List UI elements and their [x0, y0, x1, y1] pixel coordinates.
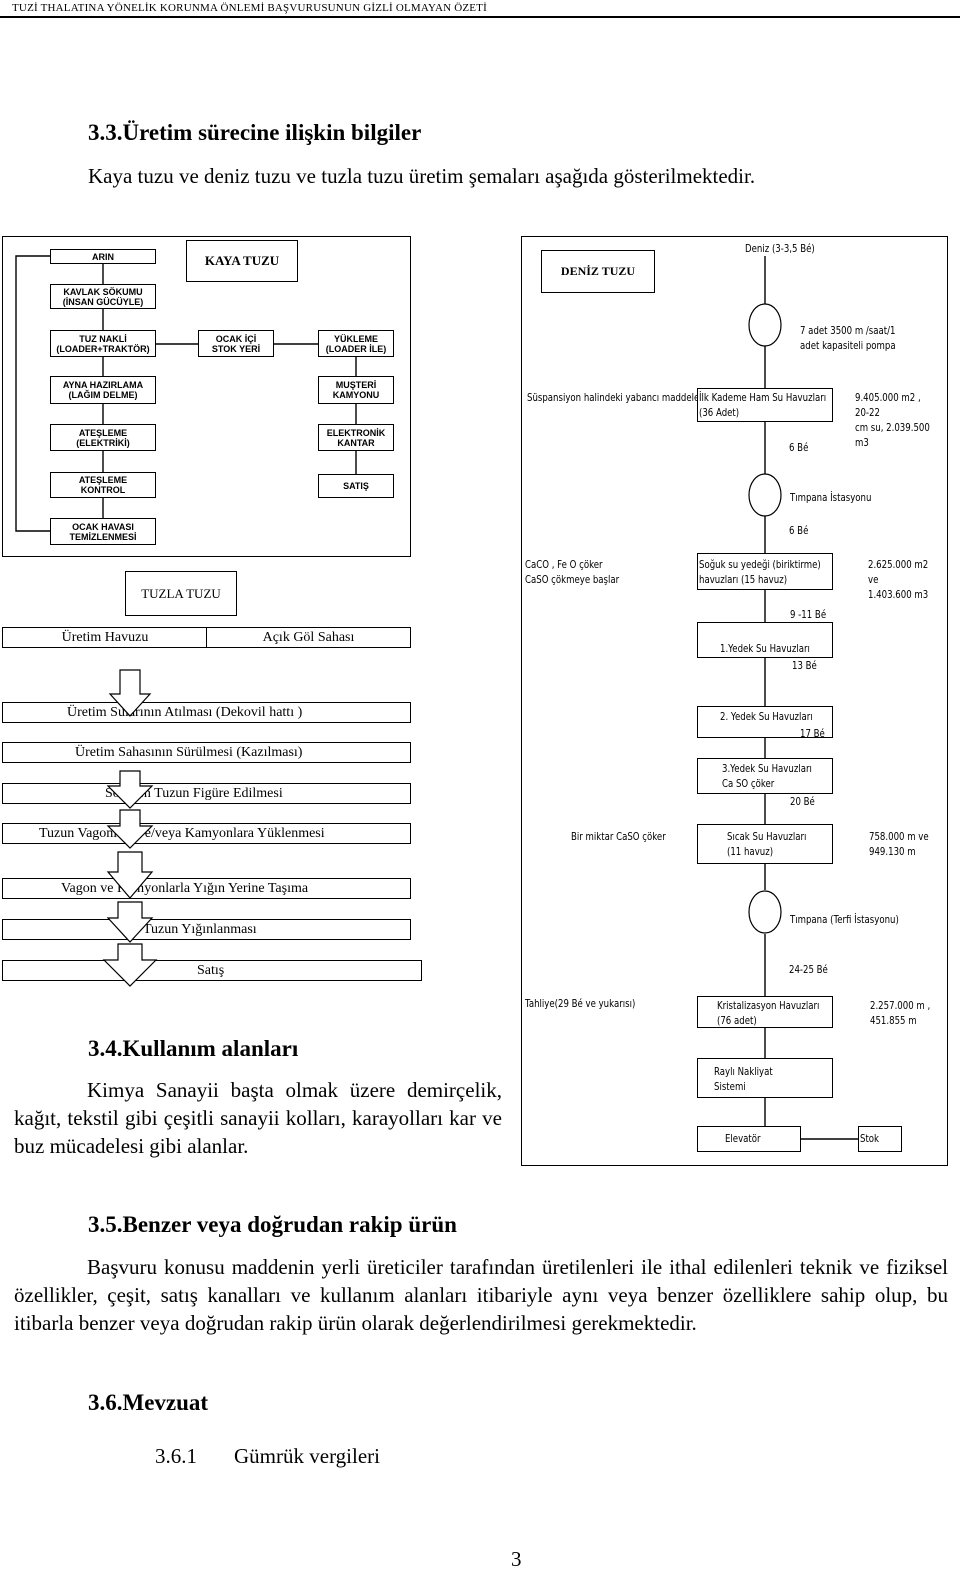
kavlak-sokumu-box: KAVLAK SÖKUMU (İNSAN GÜCÜYLE) [50, 284, 156, 309]
tumpana-station-icon [748, 473, 782, 517]
deniz-label: Deniz (3-3,5 Bé) [745, 242, 815, 255]
sicak-su-label: Sıcak Su Havuzları (11 havuz) [727, 830, 807, 858]
suspansiyon-label: Süspansiyon halindeki yabancı maddeler [527, 391, 703, 404]
tuzla-step-6: Tuzun Yığınlanması [2, 919, 411, 940]
be-13: 13 Bé [792, 659, 817, 672]
tuzla-arrow-icon [106, 851, 154, 899]
rayli-nakliyat-label: Raylı Nakliyat Sistemi [714, 1065, 773, 1093]
section-3-6-1-number: 3.6.1 [155, 1444, 197, 1468]
kaya-tuzu-title: KAYA TUZU [186, 240, 298, 282]
stok-label: Stok [860, 1132, 880, 1145]
section-3-6-1-title: Gümrük vergileri [234, 1444, 380, 1468]
be-9-11: 9 -11 Bé [790, 608, 827, 621]
ocak-havasi-box: OCAK HAVASI TEMİZLENMESİ [50, 518, 156, 545]
tuzla-step-2: Üretim Sahasının Sürülmesi (Kazılması) [2, 742, 411, 763]
stok-box [858, 1126, 902, 1152]
pompa-label: 7 adet 3500 m /saat/1 adet kapasiteli po… [800, 324, 896, 352]
pump-icon [748, 303, 782, 347]
kristalizasyon-label: Kristalizasyon Havuzları (76 adet) [717, 999, 820, 1027]
deniz-tuzu-title: DENİZ TUZU [541, 250, 655, 293]
section-3-4-text: Kimya Sanayii başta olmak üzere demirçel… [14, 1076, 502, 1160]
tuzla-arrow-icon [106, 770, 154, 809]
be-6-a: 6 Bé [789, 441, 809, 454]
section-3-3-intro: Kaya tuzu ve deniz tuzu ve tuzla tuzu ür… [88, 164, 756, 188]
running-header: TUZİ THALATINA YÖNELİK KORUNMA ÖNLEMİ BA… [12, 2, 487, 14]
tumpana-istasyonu-label: Tımpana İstasyonu [790, 491, 872, 504]
atesleme-kontrol-box: ATEŞLEME KONTROL [50, 472, 156, 498]
be-17: 17 Bé [800, 727, 825, 740]
tuzla-tuzu-title: TUZLA TUZU [125, 571, 237, 616]
tuz-nakli-box: TUZ NAKLİ (LOADER+TRAKTÖR) [50, 330, 156, 357]
kristalizasyon-box [697, 996, 833, 1028]
be-6-b: 6 Bé [789, 524, 809, 537]
section-3-5-title: 3.5.Benzer veya doğrudan rakip ürün [88, 1212, 457, 1237]
be-24-25: 24-25 Bé [789, 963, 828, 976]
acik-gol-sahasi-box: Açık Göl Sahası [206, 627, 411, 648]
yedek-3-box [697, 758, 833, 794]
page-number: 3 [511, 1547, 522, 1571]
elevator-label: Elevatör [725, 1132, 761, 1145]
atesleme-box: ATEŞLEME (ELEKTRİKİ) [50, 424, 156, 451]
bir-miktar-label: Bir miktar CaSO çöker [571, 830, 666, 843]
ilk-kademe-area: 9.405.000 m2 , 20-22 cm su, 2.039.500 m3 [855, 391, 930, 449]
caco-label: CaCO , Fe O çöker CaSO çökmeye başlar [525, 558, 620, 586]
ilk-kademe-box [697, 388, 833, 422]
be-20: 20 Bé [790, 795, 815, 808]
rayli-nakliyat-box [697, 1058, 833, 1098]
uretim-havuzu-box: Üretim Havuzu [2, 627, 208, 648]
satis-box: SATIŞ [318, 474, 394, 498]
yedek-2-box [697, 706, 833, 738]
tuzla-arrow-icon [108, 669, 152, 717]
tahliye-label: Tahliye(29 Bé ve yukarısı) [525, 997, 636, 1010]
soguk-su-box [697, 553, 833, 590]
header-rule [0, 16, 960, 18]
yedek-2-label: 2. Yedek Su Havuzları [720, 710, 813, 723]
musteri-kamyonu-box: MUŞTERİ KAMYONU [318, 376, 394, 404]
section-3-5-text: Başvuru konusu maddenin yerli üreticiler… [14, 1253, 948, 1337]
soguk-su-area: 2.625.000 m2 ve 1.403.600 m3 [868, 558, 929, 601]
arin-box: ARIN [50, 249, 156, 264]
sicak-su-area: 758.000 m ve 949.130 m [869, 830, 929, 858]
tuzla-step-7: Satış [2, 960, 422, 981]
sicak-su-box [697, 824, 833, 864]
yedek-3-label: 3.Yedek Su Havuzları Ca SO çöker [722, 762, 812, 790]
section-3-4-title: 3.4.Kullanım alanları [88, 1036, 299, 1061]
yukleme-box: YÜKLEME (LOADER İLE) [318, 330, 394, 357]
section-3-4-body: Kimya Sanayii başta olmak üzere demirçel… [14, 1078, 502, 1158]
soguk-su-label: Soğuk su yedeği (biriktirme) havuzları (… [699, 558, 821, 586]
tuzla-arrow-icon [106, 809, 154, 849]
kristalizasyon-area: 2.257.000 m , 451.855 m [870, 999, 931, 1027]
tumpana-terfi-label: Tımpana (Terfi İstasyonu) [790, 913, 899, 926]
section-3-3-title: 3.3.Üretim sürecine ilişkin bilgiler [88, 120, 422, 145]
yedek-1-box [697, 622, 833, 658]
ayna-hazirlama-box: AYNA HAZIRLAMA (LAĞIM DELME) [50, 376, 156, 404]
tumpana-terfi-icon [748, 890, 782, 934]
section-3-6-title: 3.6.Mevzuat [88, 1390, 209, 1415]
ilk-kademe-label: İlk Kademe Ham Su Havuzları (36 Adet) [699, 391, 827, 419]
elevator-box [697, 1126, 801, 1152]
yedek-1-label: 1.Yedek Su Havuzları [720, 642, 810, 655]
ocak-ici-stok-box: OCAK İÇİ STOK YERİ [198, 330, 274, 357]
tuzla-arrow-icon [102, 943, 158, 987]
elektronik-kantar-box: ELEKTRONİK KANTAR [318, 424, 394, 451]
section-3-5-body: Başvuru konusu maddenin yerli üreticiler… [14, 1255, 948, 1335]
tuzla-arrow-icon [106, 901, 154, 943]
